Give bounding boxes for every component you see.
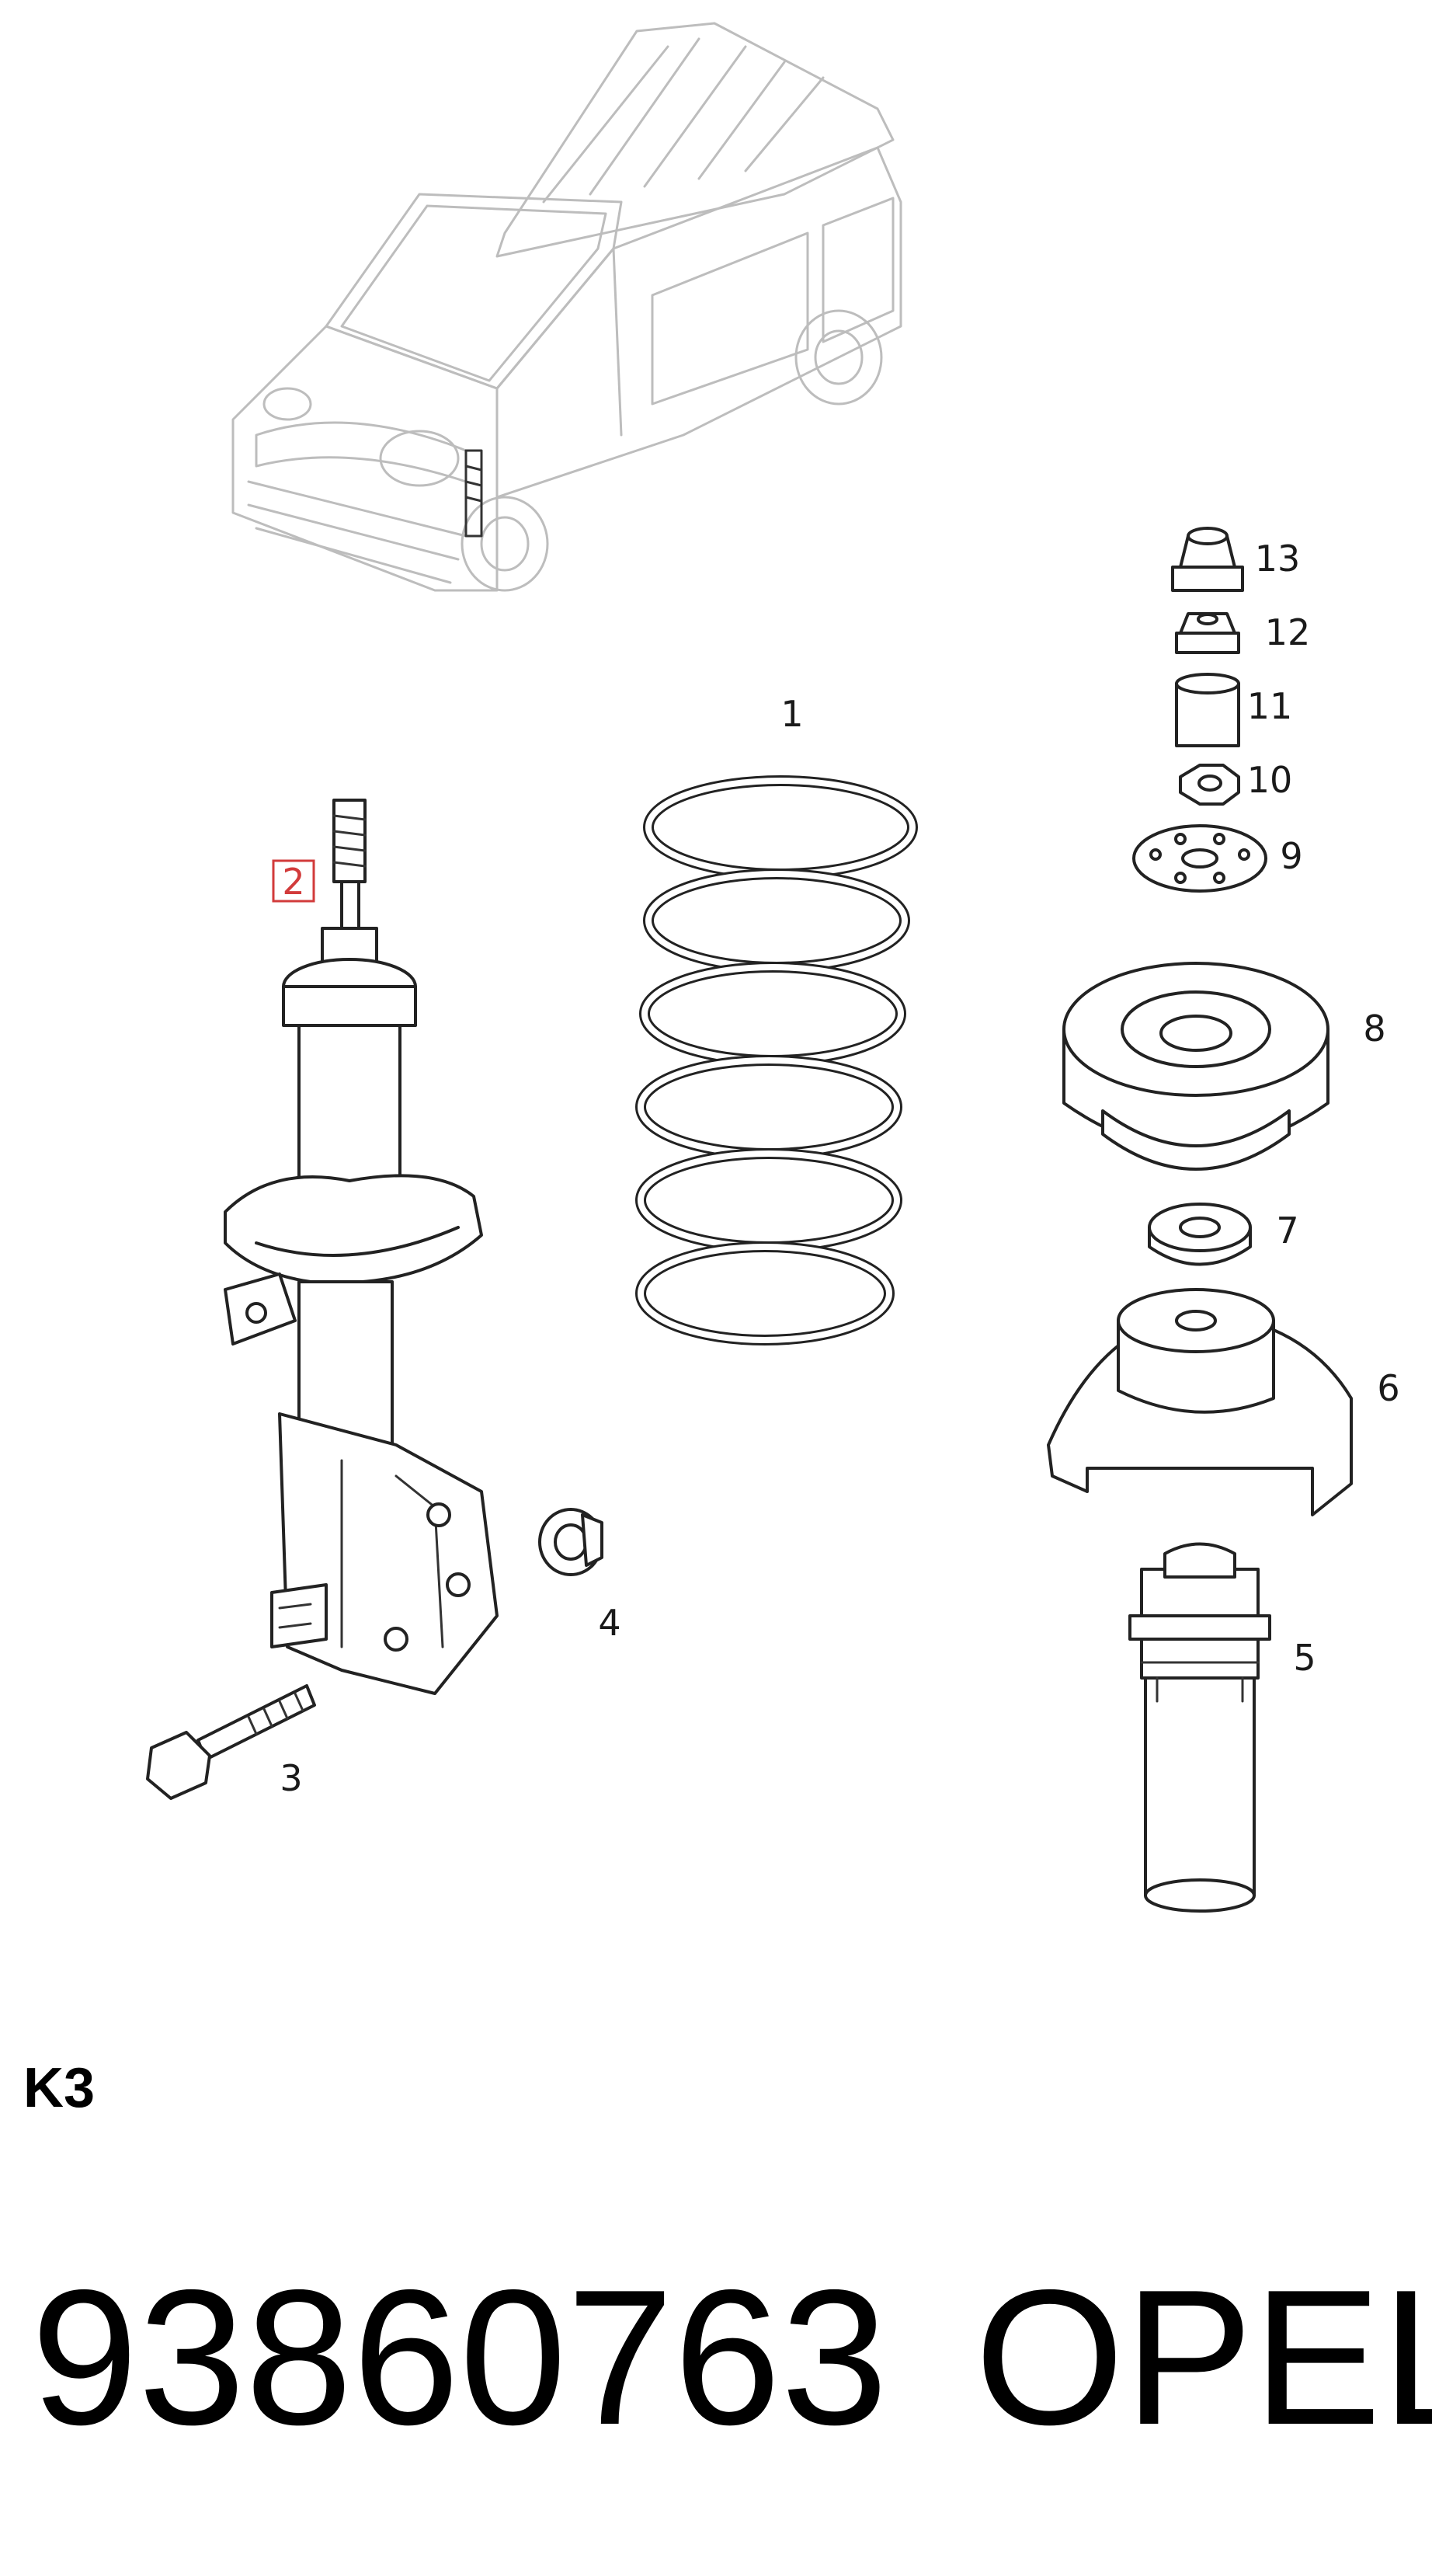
callout-1: 1 [780,693,803,735]
washer [1132,824,1267,893]
callout-10: 10 [1247,759,1293,801]
bolt [146,1684,316,1800]
upper-spring-seat [1047,1288,1353,1516]
callout-9: 9 [1280,835,1302,877]
bearing [1148,1203,1252,1266]
callout-3: 3 [280,1757,302,1799]
part-number: 93860763 [31,2249,888,2465]
callout-6: 6 [1377,1367,1399,1409]
callout-11: 11 [1247,685,1293,727]
shock-absorber-strut [224,799,499,1695]
vehicle-outline [231,22,902,592]
dust-cap [1171,527,1244,592]
highlight-box [272,859,315,903]
flange-nut [1175,612,1240,654]
callout-8: 8 [1363,1008,1385,1050]
callout-2: 2 [282,861,304,903]
bump-stop-boot [1128,1542,1271,1913]
callout-12: 12 [1265,611,1311,653]
hex-nut [1179,764,1240,806]
callout-7: 7 [1276,1210,1298,1251]
rubber-bush [538,1508,603,1576]
callout-5: 5 [1293,1637,1316,1679]
section-code: K3 [23,2057,95,2119]
strut-top-mount [1062,962,1329,1171]
spacer-sleeve [1175,673,1240,747]
callout-4: 4 [598,1602,620,1644]
coil-spring [635,775,918,1345]
brand-name: OPEL [975,2249,1432,2465]
callout-13: 13 [1255,538,1301,580]
